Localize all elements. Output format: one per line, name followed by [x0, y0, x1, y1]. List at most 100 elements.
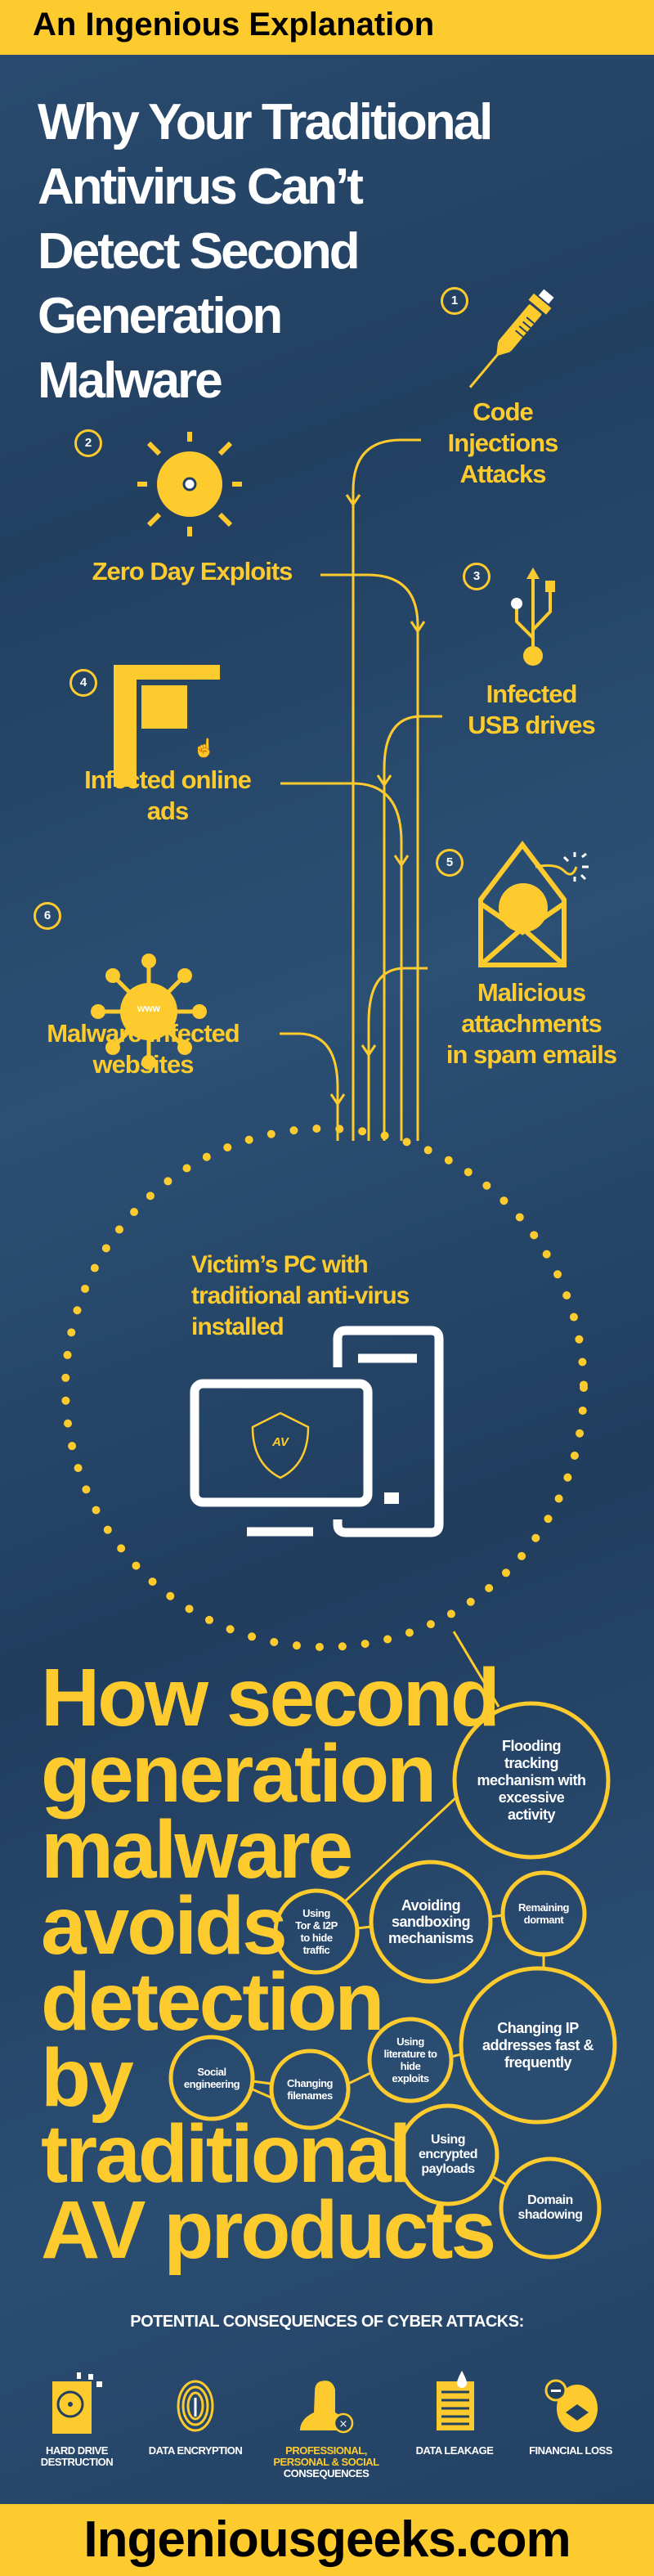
arrow-down-icon — [361, 1044, 377, 1057]
number-badge: 6 — [34, 902, 61, 930]
label-line: Code — [473, 397, 534, 426]
technique-line: Avoiding — [401, 1897, 461, 1914]
flow-line-ads — [280, 782, 403, 1141]
technique-line: mechanisms — [387, 1930, 474, 1946]
label-line: Victim’s PC with — [191, 1251, 369, 1278]
technique-line: Using — [302, 1907, 330, 1919]
technique-line: shadowing — [517, 2208, 583, 2222]
arrow-down-icon — [393, 855, 410, 868]
technique-line: payloads — [421, 2162, 475, 2176]
email-bomb-icon — [478, 841, 589, 967]
bubble-connectors — [252, 1631, 545, 2187]
label-line: ads — [146, 797, 189, 825]
technique-line: to hide — [300, 1932, 333, 1944]
technique-line: exploits — [392, 2072, 429, 2085]
label-line: DATA ENCRYPTION — [148, 2444, 243, 2457]
document-leak-icon — [437, 2371, 474, 2430]
label-line: Infected online — [84, 765, 252, 794]
label-line: installed — [191, 1313, 284, 1340]
label-code-injections: Code Injections Attacks — [421, 397, 585, 490]
header-banner: An Ingenious Explanation — [0, 0, 654, 55]
arrow-down-icon — [329, 1093, 346, 1106]
technique-line: hide — [400, 2060, 421, 2072]
flow-lines — [280, 438, 442, 1141]
footer-site-link[interactable]: Ingeniousgeeks.com — [83, 2511, 571, 2568]
label-line: DATA LEAKAGE — [415, 2444, 494, 2457]
label-line: HARD DRIVE — [46, 2444, 108, 2457]
label-line: attachments — [461, 1009, 602, 1038]
victim-label: Victim’s PC with traditional anti-virus … — [191, 1250, 410, 1343]
label-line: Malware-infected — [47, 1019, 240, 1048]
label-line: CONSEQUENCES — [283, 2467, 370, 2480]
label-line: PROFESSIONAL, — [285, 2444, 367, 2457]
heading-line: traditional — [41, 2108, 411, 2200]
syringe-icon — [468, 289, 554, 388]
bubble-rings — [168, 1701, 617, 2260]
technique-line: engineering — [183, 2078, 240, 2090]
heading-line: avoids — [41, 1880, 288, 1972]
label-line: FINANCIAL LOSS — [529, 2444, 612, 2457]
technique-line: Changing — [287, 2077, 333, 2089]
heading-line: malware — [41, 1804, 353, 1896]
flow-line-email — [367, 967, 428, 1141]
technique-line: mechanism with — [477, 1771, 586, 1788]
bubble-ring — [367, 2017, 454, 2103]
bubble-ring — [269, 2049, 351, 2130]
label-line: websites — [92, 1050, 195, 1079]
heading-line: by — [41, 2032, 134, 2124]
number-badge: 3 — [463, 563, 490, 590]
technique-line: Flooding — [502, 1737, 561, 1754]
consequences-heading: POTENTIAL CONSEQUENCES OF CYBER ATTACKS: — [130, 2313, 524, 2331]
evasion-heading: How second generation malware avoids det… — [41, 1657, 500, 2271]
technique-line: addresses fast & — [482, 2036, 594, 2053]
label-line: Zero Day Exploits — [92, 557, 293, 586]
label-line: Injections — [447, 429, 559, 457]
technique-line: excessive — [498, 1788, 565, 1806]
header-label: An Ingenious Explanation — [33, 7, 435, 43]
label-malicious-attachments: Malicious attachments in spam emails — [425, 977, 638, 1070]
technique-line: Remaining — [518, 1901, 569, 1914]
number-badge: 2 — [74, 429, 102, 457]
money-loss-icon — [544, 2379, 598, 2432]
title-line: Detect Second — [38, 223, 361, 280]
av-shield-text: AV — [272, 1435, 289, 1449]
label-zero-day: Zero Day Exploits — [65, 556, 319, 587]
page-title: Why Your Traditional Antivirus Can’t Det… — [38, 90, 493, 413]
label-malware-websites: Malware-infected websites — [20, 1018, 266, 1080]
virus-www-icon — [91, 954, 207, 1070]
label-usb: Infected USB drives — [446, 679, 617, 741]
technique-line: Tor & I2P — [295, 1919, 338, 1932]
technique-line: Using — [431, 2133, 465, 2147]
flow-line-websites — [280, 1032, 339, 1141]
victim-dotted-circle — [61, 1124, 588, 1651]
number-badge: 4 — [69, 669, 97, 697]
bubble-ring — [500, 1870, 587, 1957]
label-line: Infected — [486, 680, 578, 708]
arrow-down-icon — [345, 494, 361, 507]
title-line: Generation — [38, 288, 283, 344]
technique-line: Changing IP — [497, 2019, 579, 2036]
bubble-ring — [452, 1701, 611, 1860]
label-line: Attacks — [459, 460, 547, 488]
technique-line: literature to — [383, 2048, 437, 2060]
fingerprint-icon — [177, 2380, 214, 2432]
technique-line: frequently — [504, 2053, 572, 2071]
ad-banner-icon: ☝ — [114, 665, 220, 787]
technique-line: encrypted — [419, 2147, 477, 2161]
bubble-ring — [396, 2103, 499, 2206]
sun-exploit-icon — [137, 432, 242, 536]
bubble-ring — [499, 2156, 602, 2260]
label-line: traditional anti-virus — [191, 1282, 410, 1309]
consequence-financial: FINANCIAL LOSS — [517, 2445, 624, 2457]
title-line: Malware — [38, 352, 223, 409]
technique-line: tracking — [504, 1754, 559, 1771]
svg-text:×: × — [339, 2418, 348, 2430]
technique-line: sandboxing — [391, 1914, 471, 1930]
flow-line-zero-day — [320, 573, 419, 1141]
bubble-ring — [273, 1888, 360, 1975]
